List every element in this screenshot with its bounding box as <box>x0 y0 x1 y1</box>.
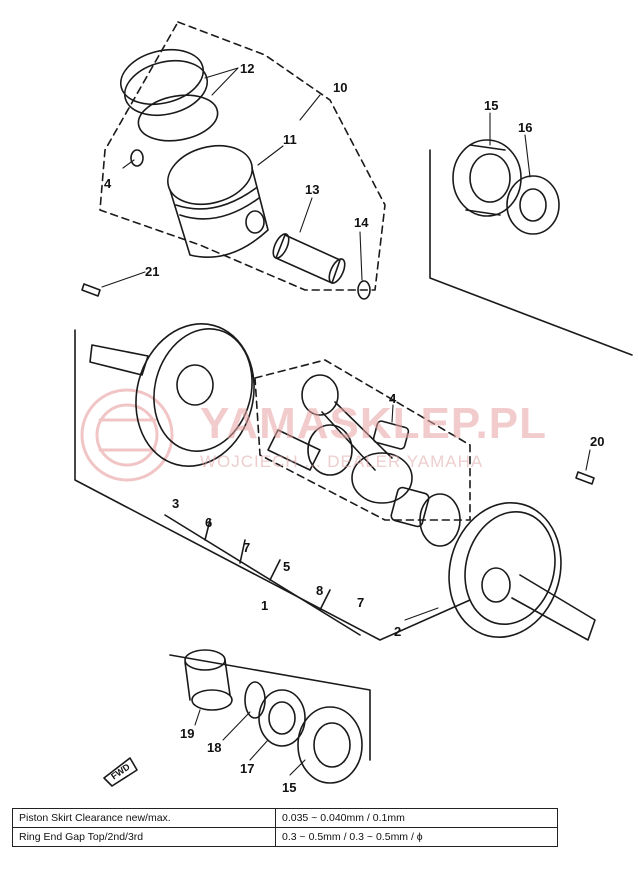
spec-label: Piston Skirt Clearance new/max. <box>12 808 276 828</box>
piston-pin <box>272 233 346 284</box>
callout-3: 3 <box>172 496 179 511</box>
thrust-washer-right <box>419 493 461 547</box>
piston <box>167 144 269 258</box>
crank-right <box>448 501 596 641</box>
leader-lines <box>101 67 591 776</box>
callout-15-bottom: 15 <box>282 780 296 795</box>
part-bracket <box>164 514 361 636</box>
key-21 <box>81 283 101 297</box>
thrust-washer-left <box>307 424 353 476</box>
o-ring-18 <box>244 681 266 719</box>
callout-2: 2 <box>394 624 401 639</box>
piston-rings <box>119 49 219 142</box>
spec-label: Ring End Gap Top/2nd/3rd <box>12 827 276 847</box>
big-end-bearing <box>390 486 430 528</box>
callout-1: 1 <box>261 598 268 613</box>
oil-seal-17 <box>258 689 306 747</box>
callout-15-top: 15 <box>484 98 498 113</box>
spec-value: 0.035 ~ 0.040mm / 0.1mm <box>275 808 558 828</box>
callout-7-right: 7 <box>357 595 364 610</box>
oil-seal-16 <box>506 175 560 235</box>
callout-19: 19 <box>180 726 194 741</box>
key-20 <box>575 471 595 485</box>
watermark-logo <box>80 388 174 482</box>
collar-19 <box>184 649 233 711</box>
bearing-15-top <box>452 139 522 217</box>
fwd-arrow-icon <box>103 757 138 787</box>
spec-value: 0.3 ~ 0.5mm / 0.3 ~ 0.5mm / ϕ <box>275 827 558 847</box>
small-end-bearing <box>372 420 410 450</box>
conrod-group-outline <box>254 359 471 521</box>
bearing-15-bottom <box>297 706 363 784</box>
callout-5: 5 <box>283 559 290 574</box>
table-row: Ring End Gap Top/2nd/3rd 0.3 ~ 0.5mm / 0… <box>12 827 558 847</box>
callout-17: 17 <box>240 761 254 776</box>
callout-18: 18 <box>207 740 221 755</box>
callout-numbers: 1 2 3 4 4 5 6 7 7 8 10 11 12 13 14 15 15… <box>104 61 604 795</box>
callout-11: 11 <box>283 132 297 147</box>
crank-pin <box>267 429 321 471</box>
watermark-brand: YAMASKLEP.PL <box>200 399 547 448</box>
callout-16: 16 <box>518 120 532 135</box>
circlip-left <box>130 149 144 167</box>
spec-table: Piston Skirt Clearance new/max. 0.035 ~ … <box>12 808 558 847</box>
crank-left <box>89 323 255 467</box>
callout-6: 6 <box>205 515 212 530</box>
circlip-right <box>357 280 371 300</box>
callout-20: 20 <box>590 434 604 449</box>
crank-group-outline <box>74 329 471 641</box>
callout-14: 14 <box>354 215 369 230</box>
piston-group-outline <box>99 21 386 291</box>
callout-8: 8 <box>316 583 323 598</box>
callout-7-left: 7 <box>243 540 250 555</box>
callout-13: 13 <box>305 182 319 197</box>
lower-group-outline <box>169 654 371 761</box>
callout-10: 10 <box>333 80 347 95</box>
bearing-group-outline <box>429 149 633 356</box>
callout-4-left: 4 <box>104 176 112 191</box>
callout-12: 12 <box>240 61 254 76</box>
callout-4-center: 4 <box>389 391 397 406</box>
callout-21: 21 <box>145 264 159 279</box>
watermark-tagline: WOJCIECH ... DEALER YAMAHA <box>200 452 483 471</box>
connecting-rod <box>301 374 413 504</box>
table-row: Piston Skirt Clearance new/max. 0.035 ~ … <box>12 808 558 828</box>
fwd-label: FWD <box>109 761 132 781</box>
